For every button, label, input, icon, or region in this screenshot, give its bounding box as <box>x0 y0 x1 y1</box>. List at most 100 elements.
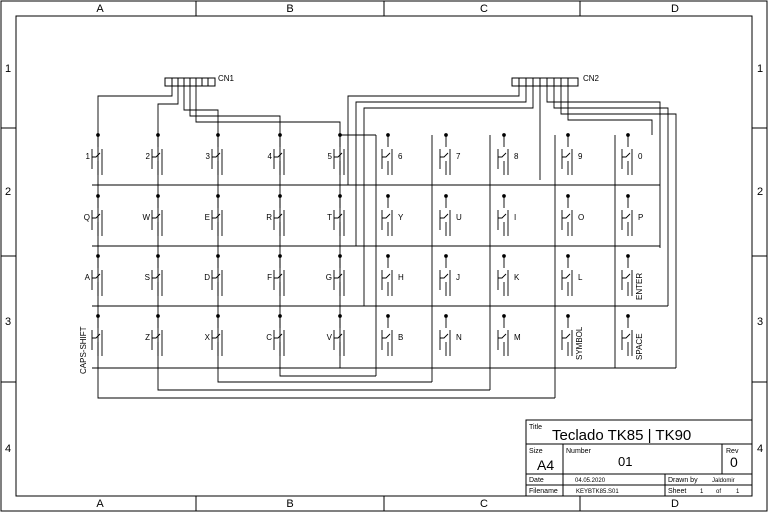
key-label-b: B <box>398 333 403 342</box>
column-label-bottom-a: A <box>96 498 104 510</box>
key-label-y: Y <box>398 213 404 222</box>
key-switch-m <box>497 314 509 356</box>
key-switch-space <box>621 314 633 356</box>
size-label: Size <box>529 448 543 455</box>
key-switch-e <box>211 194 223 236</box>
key-label-x: X <box>205 333 211 342</box>
key-label-m: M <box>514 333 521 342</box>
connector-cn2-label: CN2 <box>583 74 600 83</box>
key-switch-g <box>333 254 345 296</box>
key-label-s: S <box>145 273 150 282</box>
key-switch-r <box>273 194 285 236</box>
sheet-label: Sheet <box>668 488 686 495</box>
row-label-left-4: 4 <box>5 443 11 455</box>
key-switch-u <box>439 194 451 236</box>
key-label-enter: ENTER <box>635 273 644 300</box>
key-switch-j <box>439 254 451 296</box>
key-switch-3 <box>211 133 223 175</box>
key-label-4: 4 <box>268 152 273 161</box>
connector-cn1-label: CN1 <box>218 74 235 83</box>
key-label-0: 0 <box>638 152 643 161</box>
key-label-j: J <box>456 273 460 282</box>
row-label-left-1: 1 <box>5 63 11 75</box>
key-switch-n <box>439 314 451 356</box>
column-label-bottom-c: C <box>480 498 488 510</box>
column-label-top-c: C <box>480 3 488 15</box>
key-label-2: 2 <box>146 152 151 161</box>
key-label-space: SPACE <box>635 333 644 360</box>
key-label-t: T <box>327 213 332 222</box>
key-switch-7 <box>439 133 451 175</box>
key-switch-i <box>497 194 509 236</box>
key-switch-2 <box>151 133 163 175</box>
key-label-r: R <box>266 213 272 222</box>
row-label-left-2: 2 <box>5 186 11 198</box>
key-switch-s <box>151 254 163 296</box>
key-label-8: 8 <box>514 152 519 161</box>
key-label-5: 5 <box>328 152 333 161</box>
key-switch-y <box>381 194 393 236</box>
key-label-z: Z <box>145 333 150 342</box>
connector-cn1 <box>164 77 216 87</box>
key-switch-q <box>91 194 103 236</box>
key-switch-o <box>561 194 573 236</box>
drawing-number: 01 <box>618 454 632 469</box>
key-label-q: Q <box>84 213 90 222</box>
row-label-left-3: 3 <box>5 316 11 328</box>
key-switch-symbol <box>561 314 573 356</box>
revision: 0 <box>730 454 738 470</box>
row-label-right-3: 3 <box>757 316 763 328</box>
drawn-by-value: Jaldomir <box>712 478 735 484</box>
row-label-right-2: 2 <box>757 186 763 198</box>
key-switch-caps-shift <box>91 314 103 356</box>
filename-value: KEYBTK85.S01 <box>576 489 619 495</box>
key-switch-6 <box>381 133 393 175</box>
title-block <box>525 419 753 497</box>
key-label-u: U <box>456 213 462 222</box>
key-label-f: F <box>267 273 272 282</box>
sheet-total: 1 <box>736 489 740 495</box>
sheet-number: 1 <box>700 489 704 495</box>
key-switch-4 <box>273 133 285 175</box>
key-label-w: W <box>142 213 150 222</box>
key-label-e: E <box>205 213 210 222</box>
key-switch-k <box>497 254 509 296</box>
connector-cn2 <box>511 77 579 87</box>
title-label: Title <box>529 424 542 431</box>
key-switch-0 <box>621 133 633 175</box>
key-switch-c <box>273 314 285 356</box>
drawn-by-label: Drawn by <box>668 477 698 484</box>
key-label-d: D <box>204 273 210 282</box>
key-label-g: G <box>326 273 332 282</box>
column-label-bottom-b: B <box>286 498 293 510</box>
key-switch-9 <box>561 133 573 175</box>
key-label-n: N <box>456 333 462 342</box>
key-switch-w <box>151 194 163 236</box>
key-switch-8 <box>497 133 509 175</box>
key-switch-x <box>211 314 223 356</box>
key-label-p: P <box>638 213 643 222</box>
drawing-title: Teclado TK85 | TK90 <box>552 427 691 444</box>
rev-label: Rev <box>726 448 739 455</box>
date-label: Date <box>529 477 544 484</box>
number-label: Number <box>566 448 592 455</box>
column-label-bottom-d: D <box>671 498 679 510</box>
key-switch-d <box>211 254 223 296</box>
key-switch-t <box>333 194 345 236</box>
key-label-c: C <box>266 333 272 342</box>
sheet-of-label: of <box>716 489 721 495</box>
column-label-top-d: D <box>671 3 679 15</box>
row-label-right-1: 1 <box>757 63 763 75</box>
key-label-1: 1 <box>86 152 91 161</box>
date-value: 04.05.2020 <box>575 478 606 484</box>
key-label-a: A <box>85 273 91 282</box>
key-switch-h <box>381 254 393 296</box>
key-label-symbol: SYMBOL <box>575 326 584 360</box>
key-switch-l <box>561 254 573 296</box>
key-label-k: K <box>514 273 520 282</box>
column-label-top-a: A <box>96 3 104 15</box>
key-label-7: 7 <box>456 152 461 161</box>
